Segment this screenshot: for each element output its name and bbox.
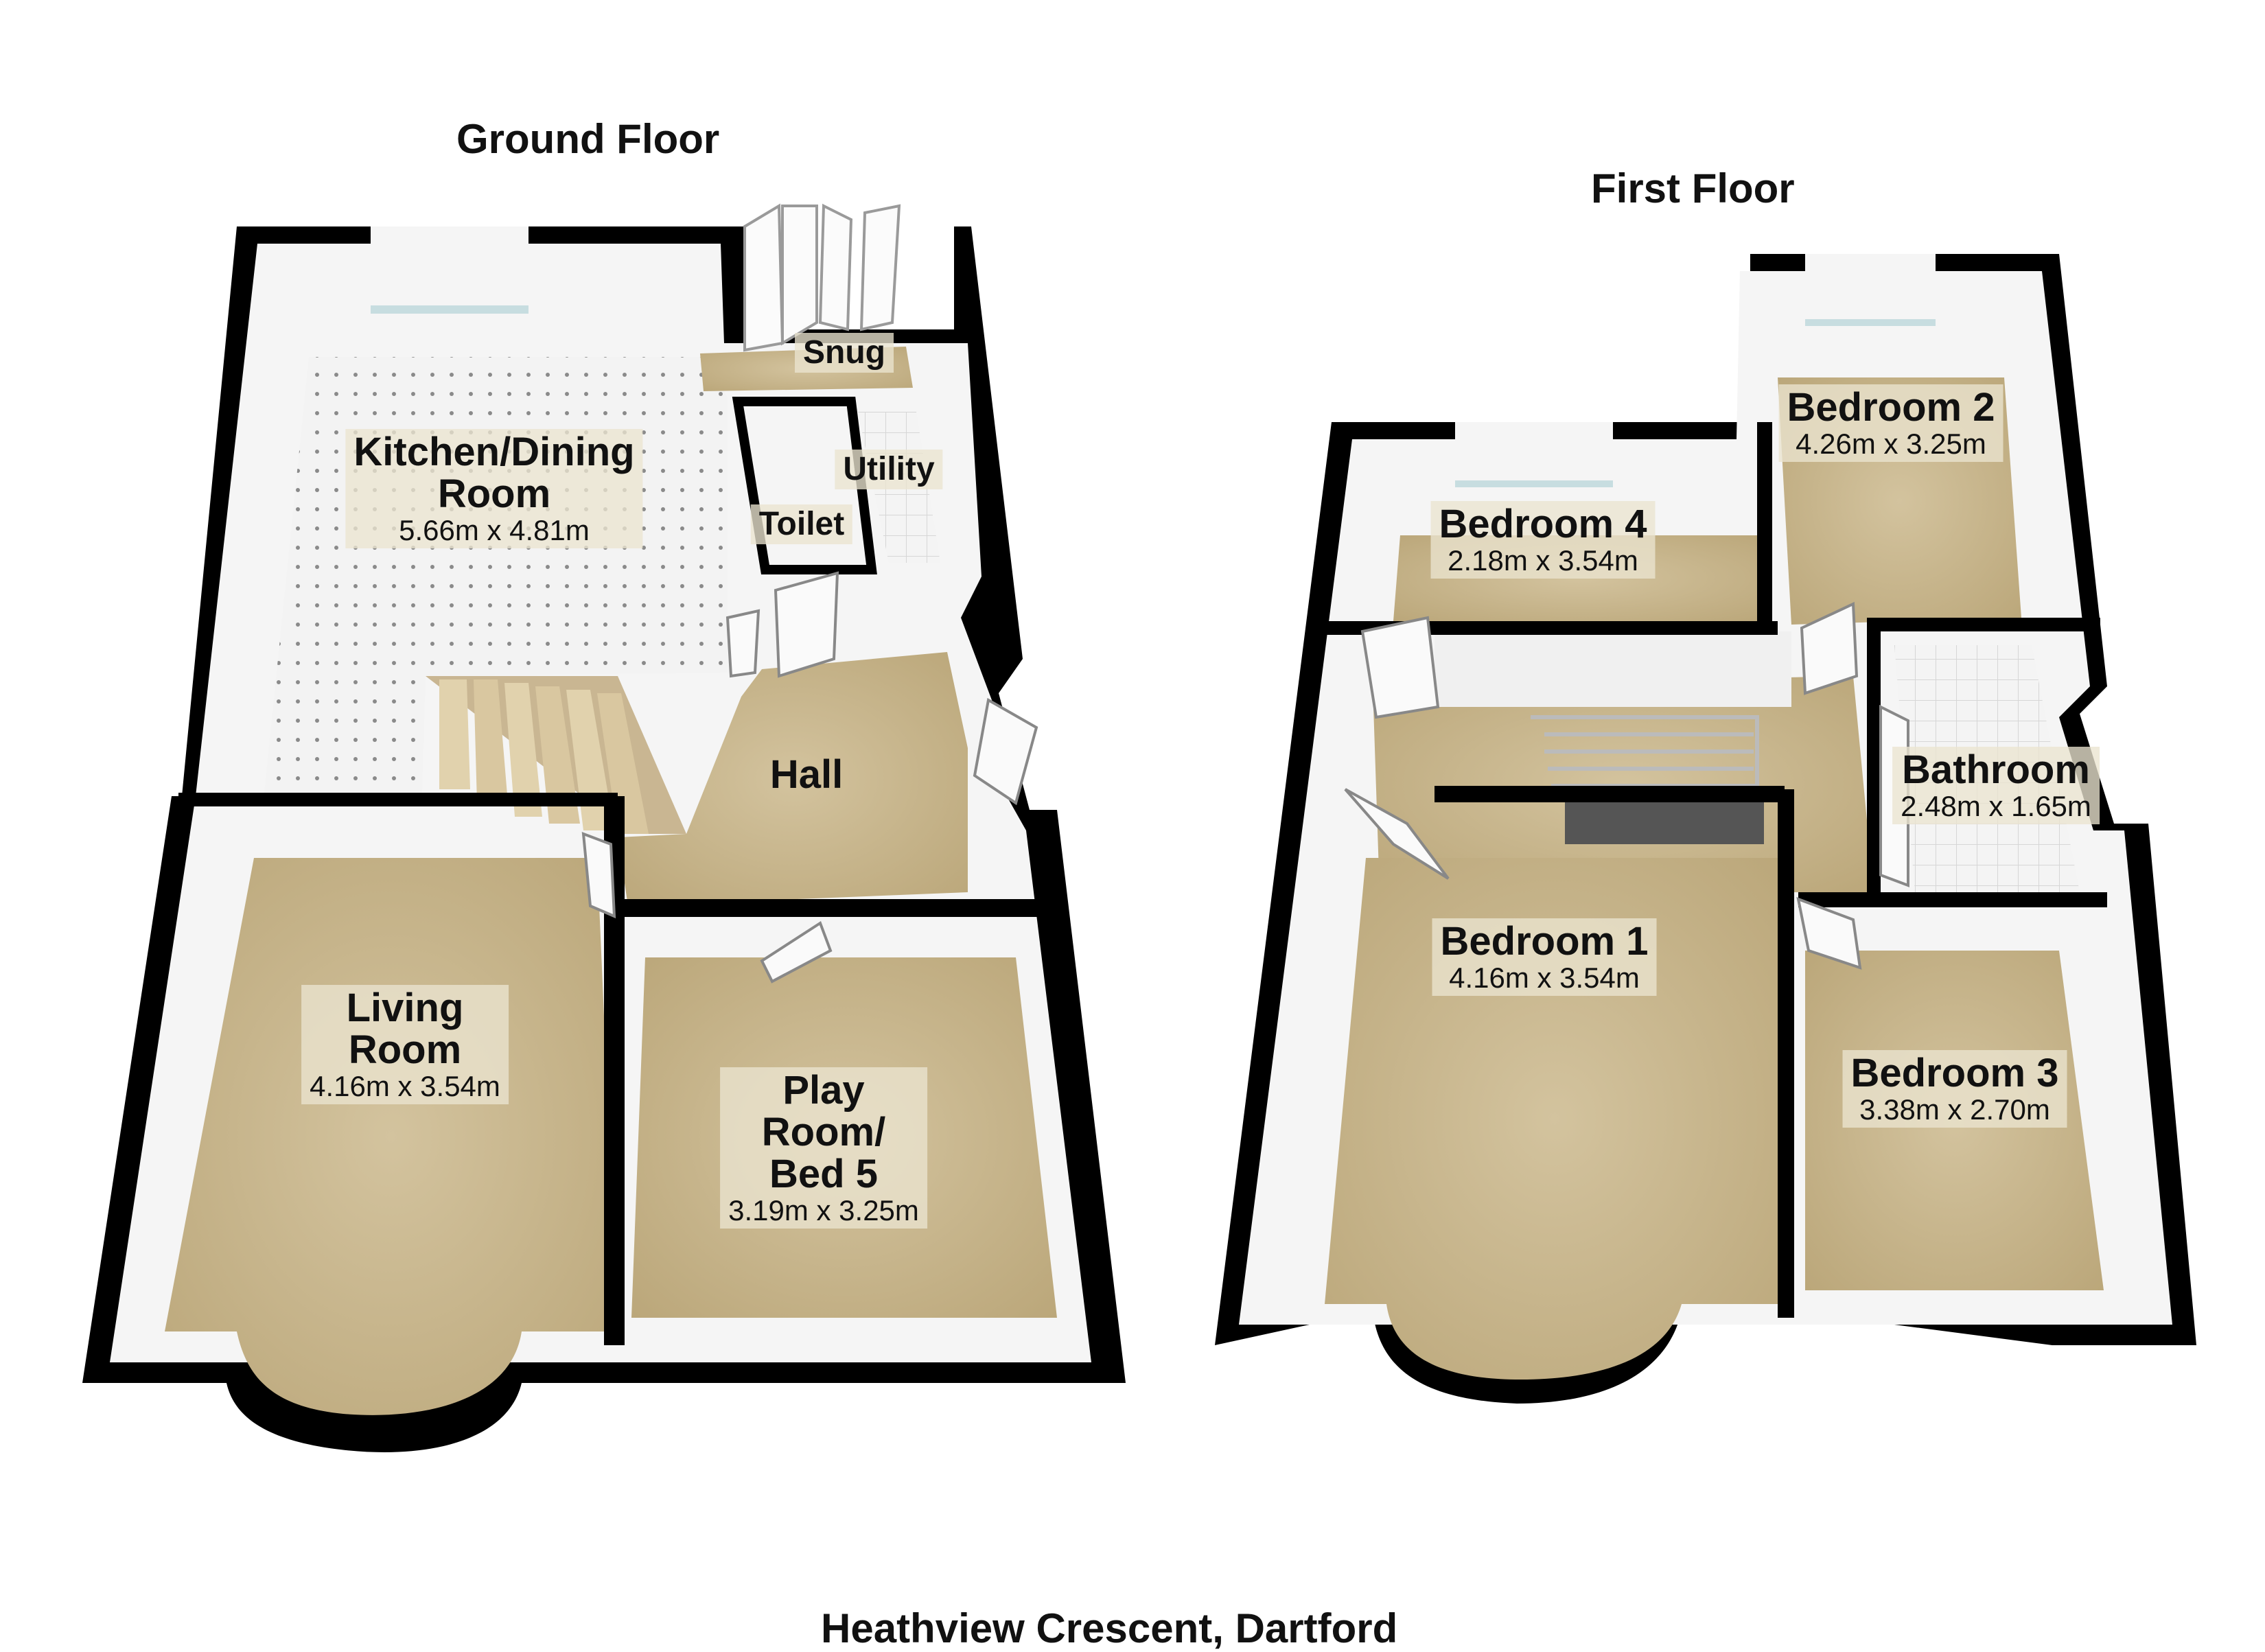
ground-stairs xyxy=(426,676,686,834)
room-name: Kitchen/Dining Room xyxy=(353,430,635,516)
property-address: Heathview Crescent, Dartford xyxy=(821,1605,1398,1651)
room-label-snug: Snug xyxy=(795,333,894,373)
room-dimensions: 2.18m x 3.54m xyxy=(1448,544,1638,577)
room-label-toilet: Toilet xyxy=(750,504,853,545)
first-floor-title: First Floor xyxy=(1591,165,1795,211)
room-label-bedroom-2: Bedroom 2 4.26m x 3.25m xyxy=(1778,384,2003,462)
room-dimensions: 4.16m x 3.54m xyxy=(1449,961,1640,994)
ground-floor xyxy=(82,203,1126,1452)
room-dimensions: 4.16m x 3.54m xyxy=(310,1069,500,1102)
room-name: Living Room xyxy=(346,986,464,1072)
first-doors xyxy=(1344,601,1909,970)
room-name: Utility xyxy=(843,451,935,487)
room-label-living: Living Room 4.16m x 3.54m xyxy=(301,985,509,1104)
room-label-playroom: Play Room/ Bed 5 3.19m x 3.25m xyxy=(720,1067,927,1229)
room-name: Bedroom 3 xyxy=(1850,1051,2059,1095)
room-dimensions: 4.26m x 3.25m xyxy=(1796,427,1986,460)
room-label-bathroom: Bathroom 2.48m x 1.65m xyxy=(1892,747,2100,824)
room-label-bedroom-1: Bedroom 1 4.16m x 3.54m xyxy=(1432,918,1657,996)
room-name: Toilet xyxy=(758,506,845,542)
ground-doors xyxy=(581,571,1038,984)
ground-floor-title: Ground Floor xyxy=(456,116,720,162)
room-dimensions: 3.38m x 2.70m xyxy=(1859,1093,2050,1126)
hall-floor xyxy=(618,652,968,906)
room-dimensions: 5.66m x 4.81m xyxy=(399,513,590,546)
room-dimensions: 3.19m x 3.25m xyxy=(728,1194,919,1226)
bifold-doors xyxy=(743,203,901,352)
room-label-utility: Utility xyxy=(835,450,943,490)
room-name: Snug xyxy=(803,334,885,371)
room-label-bedroom-3: Bedroom 3 3.38m x 2.70m xyxy=(1842,1050,2067,1128)
room-label-bedroom-4: Bedroom 4 2.18m x 3.54m xyxy=(1430,501,1656,579)
room-label-hall: Hall xyxy=(762,752,851,799)
room-name: Bedroom 1 xyxy=(1440,919,1649,964)
room-name: Play Room/ Bed 5 xyxy=(761,1068,886,1196)
room-label-kitchen: Kitchen/Dining Room 5.66m x 4.81m xyxy=(345,429,643,548)
room-name: Hall xyxy=(769,752,844,797)
room-name: Bedroom 2 xyxy=(1787,385,1995,430)
room-name: Bathroom xyxy=(1902,747,2090,792)
first-floor xyxy=(1215,254,2196,1404)
room-name: Bedroom 4 xyxy=(1439,502,1647,546)
room-dimensions: 2.48m x 1.65m xyxy=(1901,789,2091,822)
